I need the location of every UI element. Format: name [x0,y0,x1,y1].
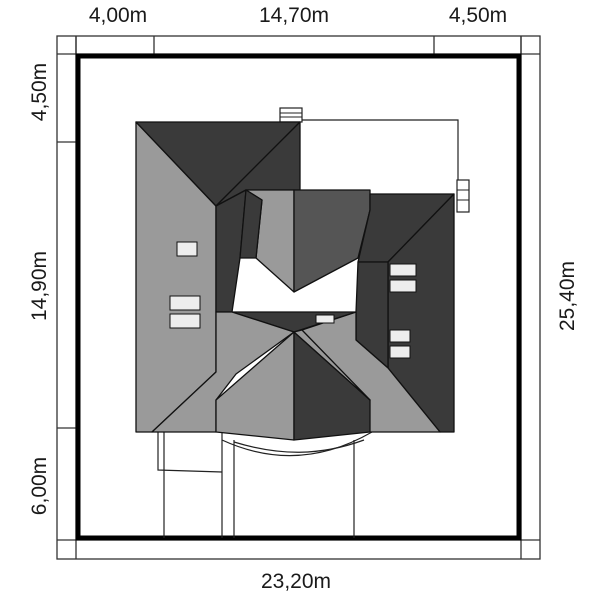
skylight [389,263,417,277]
skylight [389,345,411,359]
skylight [389,329,411,343]
skylight [389,279,417,293]
dimension-label-left-middle: 14,90m [28,251,51,321]
roof [135,121,455,441]
dimension-label-top-left: 4,00m [89,4,147,27]
skylight [169,313,201,329]
roof-center-gable-left [239,189,263,259]
dimension-label-left-bottom: 6,00m [28,457,51,515]
plot-boundary [75,53,522,541]
dimension-label-bottom-total: 23,20m [261,570,331,593]
skylight [169,295,201,311]
skylight [176,241,198,257]
chimney-right [456,179,470,213]
dimension-label-left-top: 4,50m [28,63,51,121]
dimension-label-top-middle: 14,70m [259,4,329,27]
skylights [169,241,417,359]
chimney-top [279,107,303,123]
roof-lower-east [293,329,371,401]
skylight [315,314,335,324]
roof-center-west [215,189,247,313]
dimension-label-right-total: 25,40m [556,261,579,331]
driveway-lines [157,119,459,538]
dimension-label-top-right: 4,50m [449,4,507,27]
